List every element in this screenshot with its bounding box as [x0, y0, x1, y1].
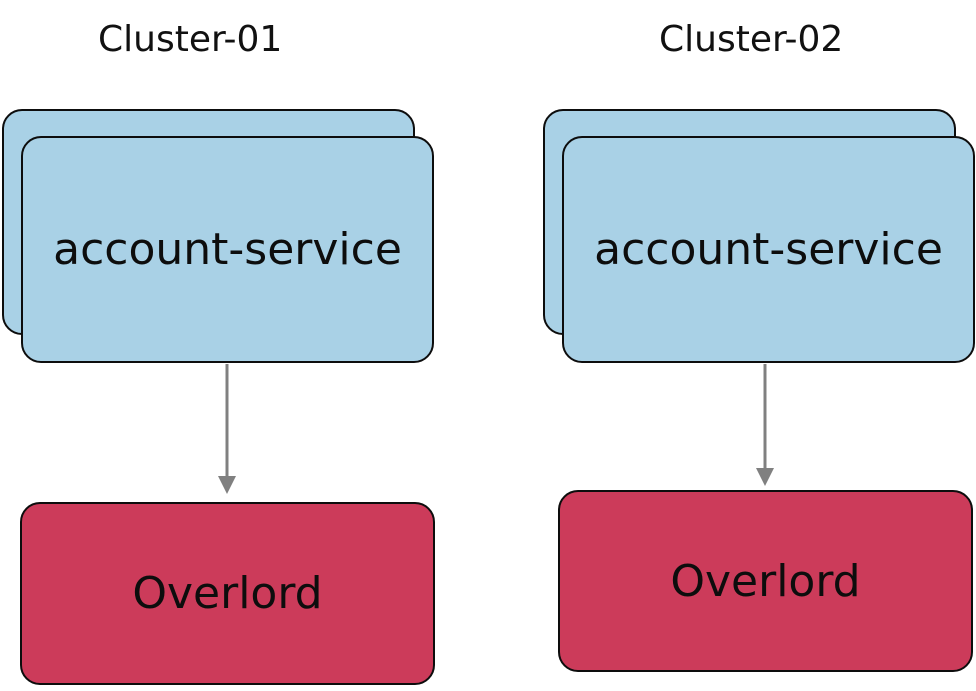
- cluster-02-arrow: [756, 364, 774, 486]
- cluster-02-title: Cluster-02: [659, 19, 844, 60]
- cluster-01-overlord-label: Overlord: [132, 568, 323, 619]
- cluster-02-overlord-node: Overlord: [558, 490, 973, 672]
- cluster-02-overlord-label: Overlord: [670, 555, 861, 607]
- cluster-02-service-label: account-service: [594, 224, 943, 275]
- cluster-01-title: Cluster-01: [98, 19, 283, 60]
- cluster-01-arrow: [218, 364, 236, 494]
- cluster-01-service-label: account-service: [53, 224, 402, 275]
- cluster-01-service-node: account-service: [21, 136, 434, 363]
- cluster-02-service-node: account-service: [562, 136, 975, 363]
- cluster-01-overlord-node: Overlord: [20, 502, 435, 685]
